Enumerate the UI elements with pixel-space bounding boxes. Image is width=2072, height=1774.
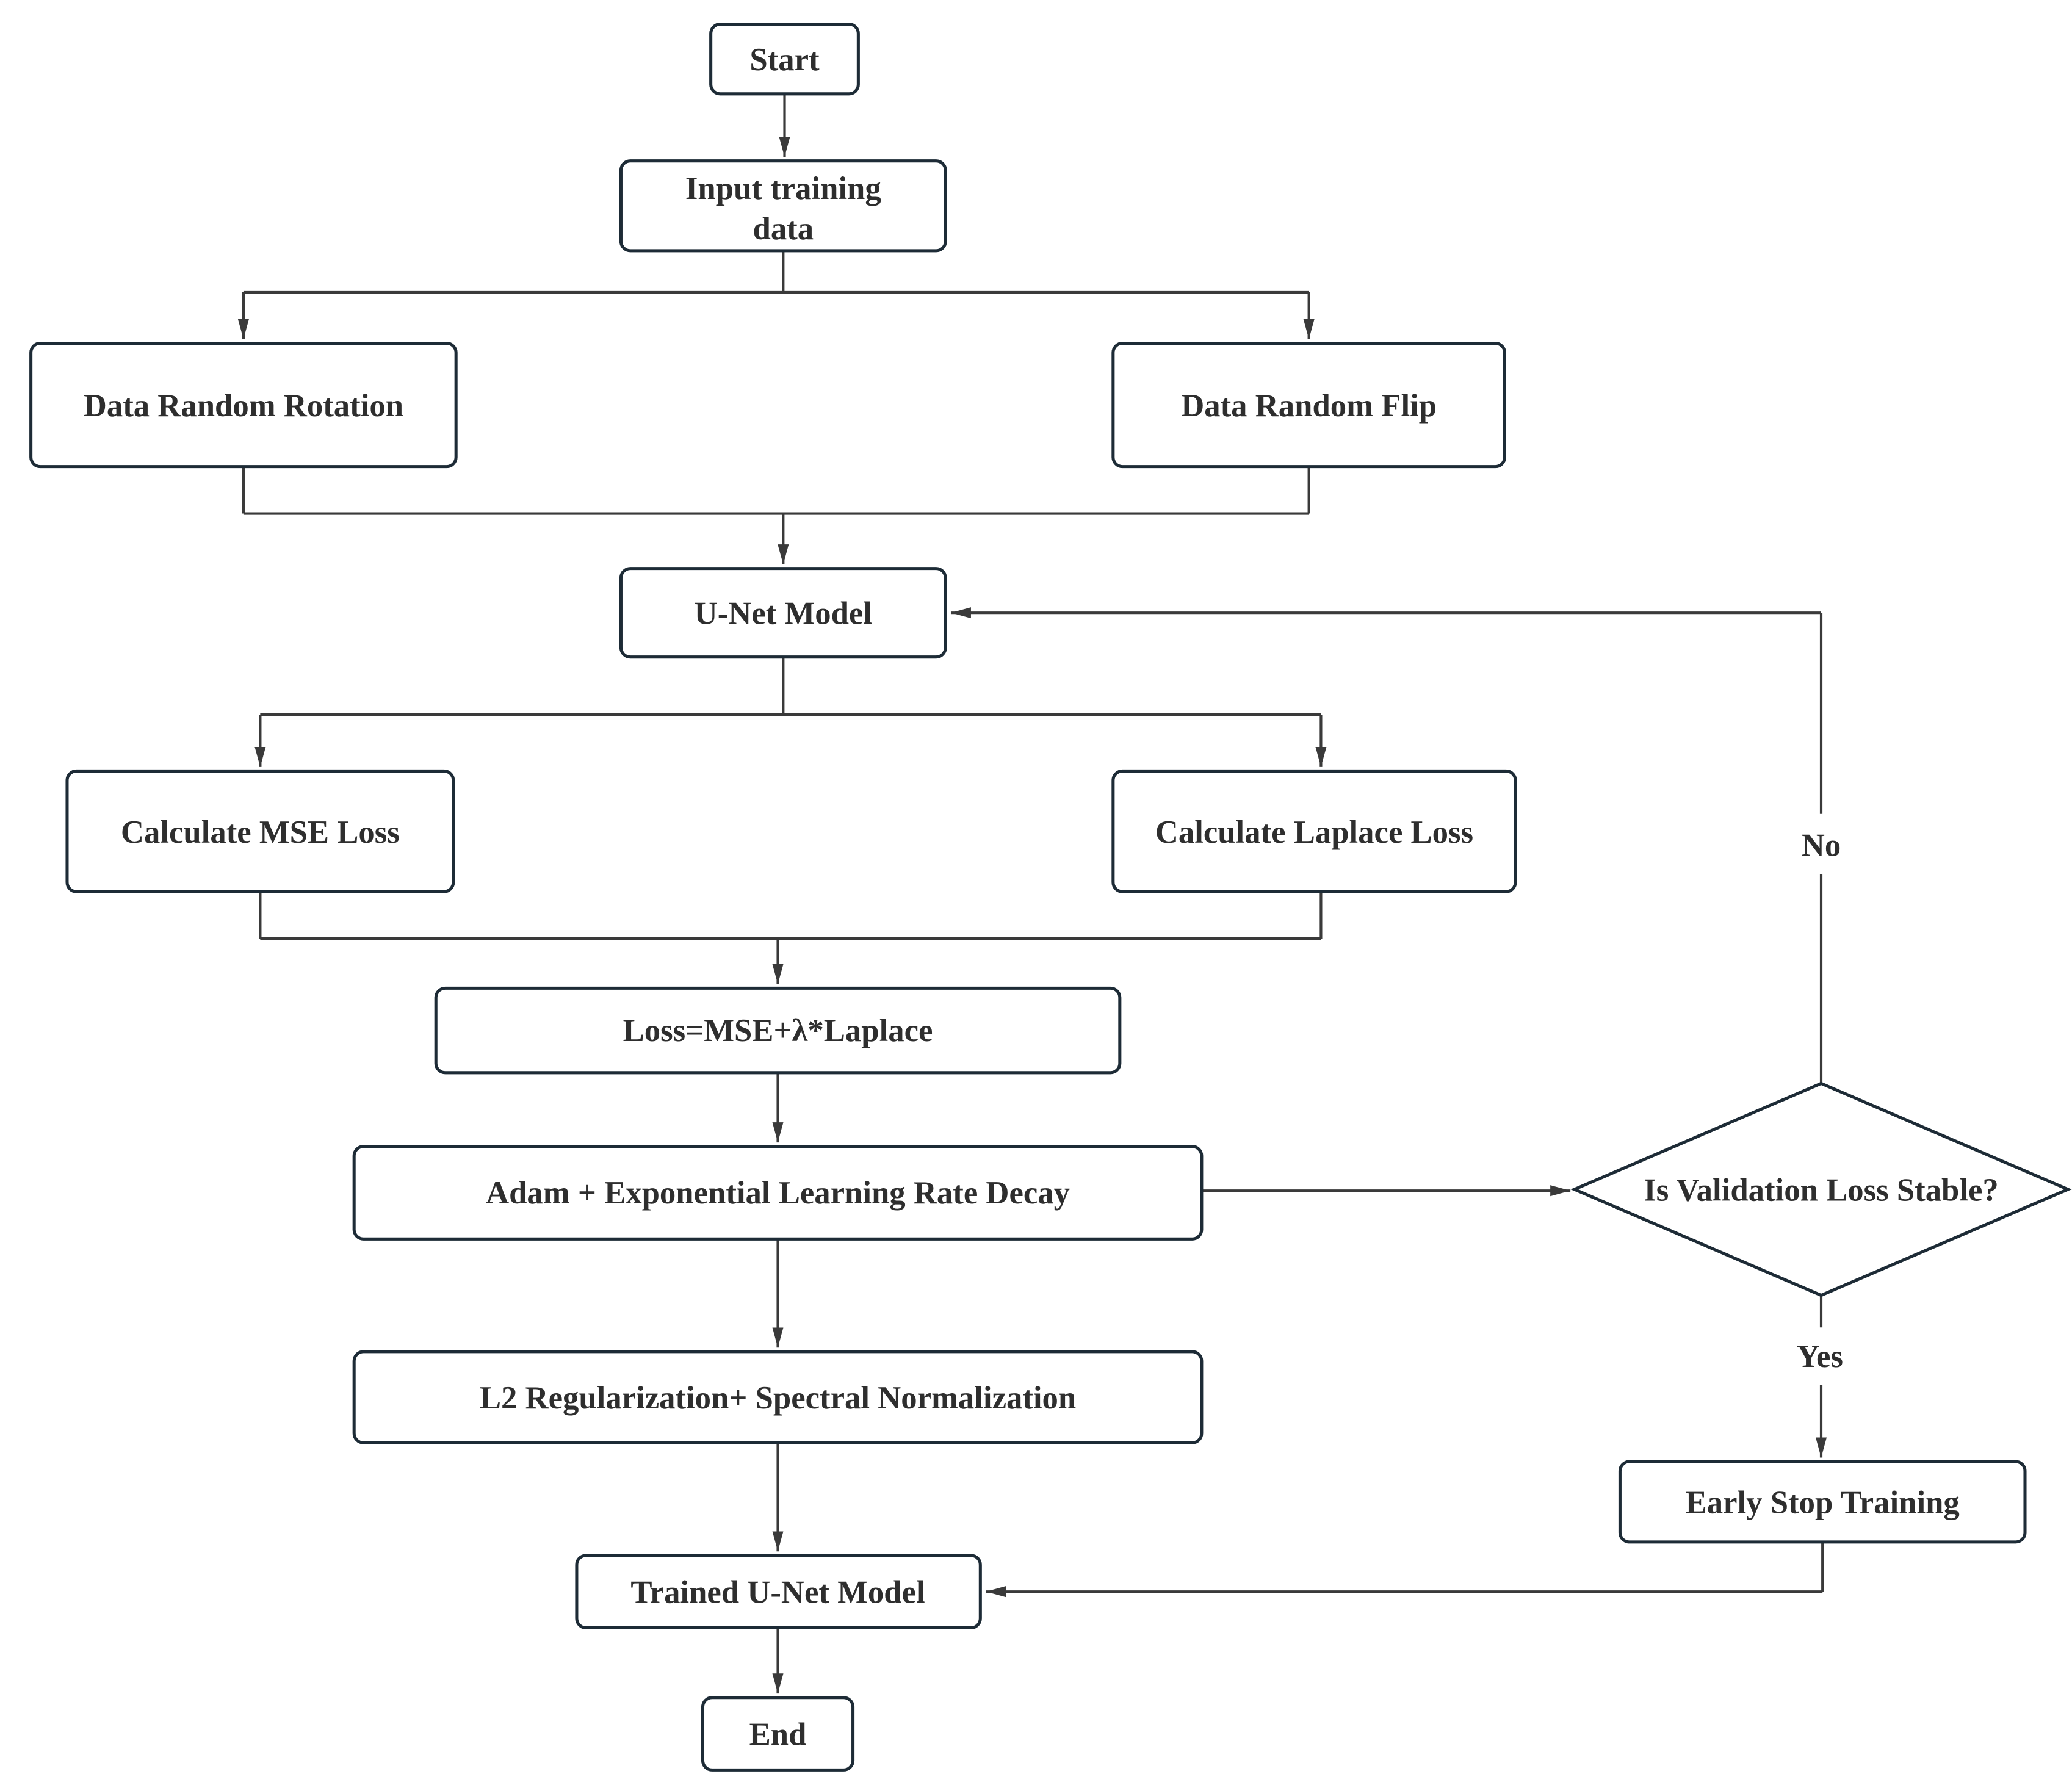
node-start: Start [709,23,860,96]
adam-lr-decay-label: Adam + Exponential Learning Rate Decay [486,1175,1070,1211]
input-training-data-label-line1: Input training [685,171,881,206]
node-loss-formula: Loss=MSE+λ*Laplace [434,986,1122,1075]
edge-label-yes: Yes [1797,1339,1843,1374]
calculate-mse-loss-box [65,769,455,893]
calculate-laplace-loss-box [1111,769,1517,893]
node-calculate-laplace-loss: Calculate Laplace Loss [1111,769,1517,893]
loss-formula-box [434,986,1122,1075]
node-l2-spectral-norm: L2 Regularization+ Spectral Normalizatio… [352,1350,1204,1444]
node-decision-validation-loss: Is Validation Loss Stable? [1570,1081,2072,1297]
trained-unet-model-box [575,1554,982,1630]
input-training-data-box [619,159,947,253]
connectors [237,93,1827,1694]
end-box [701,1696,855,1772]
early-stop-training-box [1618,1460,2027,1544]
data-random-flip-box [1111,341,1506,469]
input-training-data-label-line2: data [753,211,814,247]
node-trained-unet-model: Trained U-Net Model [575,1554,982,1630]
node-calculate-mse-loss: Calculate MSE Loss [65,769,455,893]
decision-validation-loss-label: Is Validation Loss Stable? [1644,1172,1999,1208]
node-early-stop-training: Early Stop Training [1618,1460,2027,1544]
unet-model-box [619,567,947,659]
adam-lr-decay-box [352,1145,1204,1241]
loss-formula-label: Loss=MSE+λ*Laplace [623,1013,933,1048]
node-input-training-data: Input training data [619,159,947,253]
start-label: Start [749,42,820,78]
calculate-laplace-loss-label: Calculate Laplace Loss [1155,815,1473,850]
node-adam-lr-decay: Adam + Exponential Learning Rate Decay [352,1145,1204,1241]
node-unet-model: U-Net Model [619,567,947,659]
l2-spectral-norm-label: L2 Regularization+ Spectral Normalizatio… [480,1380,1076,1416]
trained-unet-model-label: Trained U-Net Model [630,1575,925,1610]
node-data-random-flip: Data Random Flip [1111,341,1506,469]
decision-validation-loss-diamond [1570,1081,2072,1297]
edge-label-no: No [1802,828,1841,864]
calculate-mse-loss-label: Calculate MSE Loss [121,815,400,850]
start-box [709,23,860,96]
unet-model-label: U-Net Model [695,596,872,632]
data-random-rotation-box [29,341,458,469]
node-data-random-rotation: Data Random Rotation [29,341,458,469]
node-end: End [701,1696,855,1772]
data-random-rotation-label: Data Random Rotation [84,388,403,424]
early-stop-training-label: Early Stop Training [1686,1485,1960,1520]
l2-spectral-norm-box [352,1350,1204,1444]
data-random-flip-label: Data Random Flip [1181,388,1437,424]
end-label: End [749,1717,807,1753]
